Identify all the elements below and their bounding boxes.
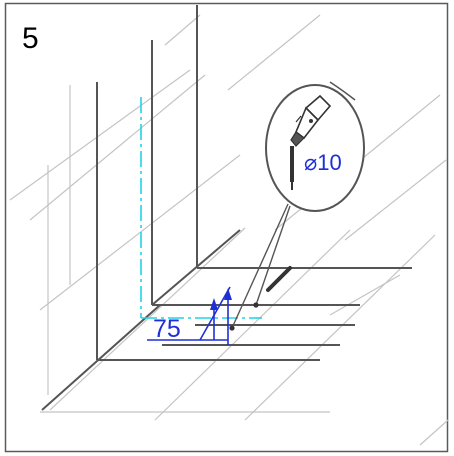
drill-mark-upper xyxy=(253,302,259,308)
frame-border xyxy=(4,2,449,453)
marking-line xyxy=(140,97,262,319)
height-dimension xyxy=(147,286,232,345)
callout-lines xyxy=(231,203,291,329)
step-number: 5 xyxy=(22,22,39,55)
height-dimension-label: 75 xyxy=(153,315,181,343)
drill-bit-shadow xyxy=(266,266,292,292)
drill-mark-lower xyxy=(229,325,235,331)
drill-icon xyxy=(290,81,356,190)
drill-diameter-label: ⌀10 xyxy=(304,150,342,175)
